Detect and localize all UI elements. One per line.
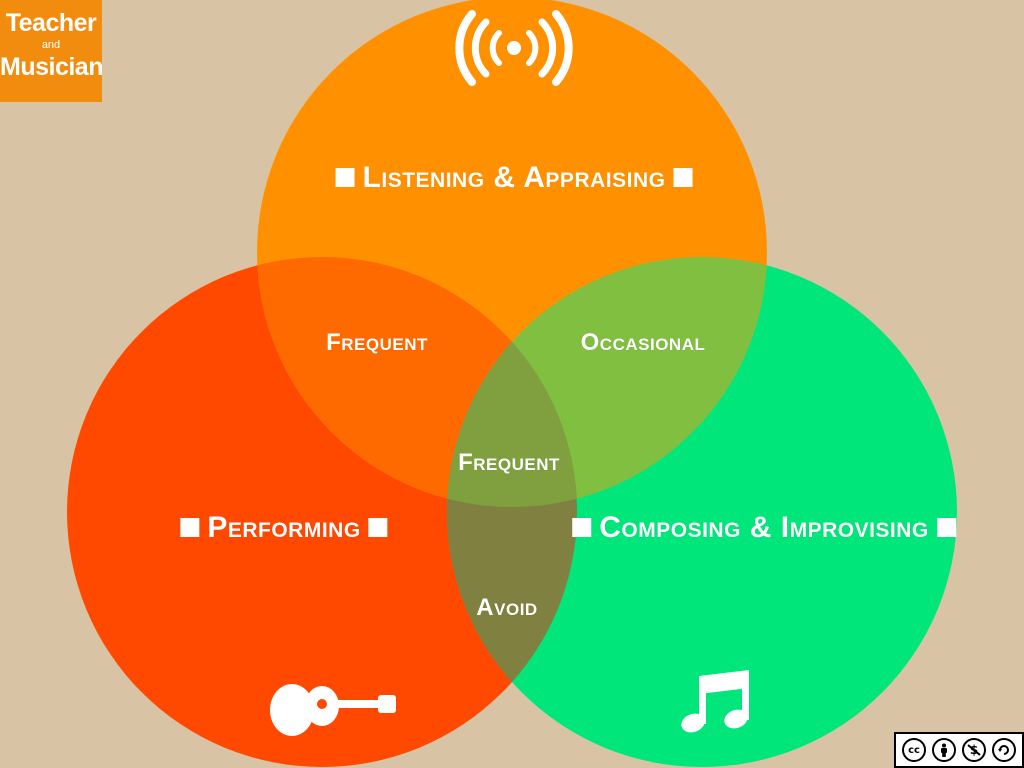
listening-performing-label: Frequent <box>326 329 428 356</box>
square-bullet-icon <box>368 517 388 537</box>
all-three-label: Frequent <box>458 449 560 476</box>
nc-icon: $ <box>962 738 986 762</box>
performing-composing-label: Avoid <box>476 594 538 621</box>
cc-icon: cc <box>902 738 926 762</box>
by-icon <box>932 738 956 762</box>
radio-broadcast-icon <box>455 10 573 86</box>
square-bullet-icon <box>572 517 592 537</box>
composing-label: Composing & Improvising <box>564 511 964 545</box>
guitar-icon <box>270 684 396 736</box>
square-bullet-icon <box>936 517 956 537</box>
square-bullet-icon <box>180 517 200 537</box>
performing-label: Performing <box>172 511 395 545</box>
creative-commons-badge[interactable]: cc $ <box>894 732 1024 768</box>
teacher-musician-logo: Teacher and Musician <box>0 0 103 102</box>
listening-performing-overlap <box>257 257 577 507</box>
square-bullet-icon <box>335 167 355 187</box>
listening-composing-label: Occasional <box>580 329 706 356</box>
square-bullet-icon <box>673 167 693 187</box>
sa-icon <box>992 738 1016 762</box>
listening-label: Listening & Appraising <box>328 161 701 195</box>
music-notes-icon <box>681 670 749 733</box>
listening-composing-overlap <box>447 257 767 507</box>
